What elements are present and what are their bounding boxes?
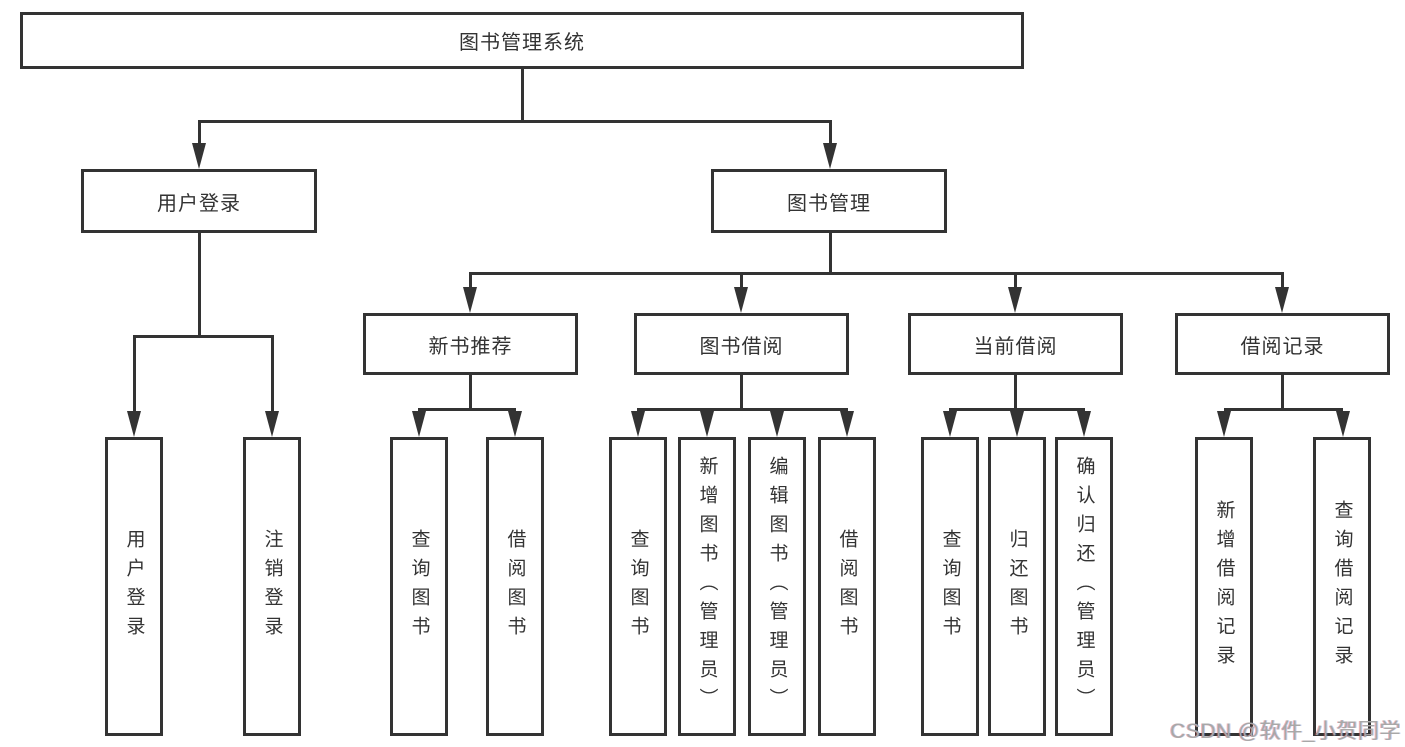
node-current-borrowing: 当前借阅 xyxy=(908,313,1123,375)
stem-to-new-book-recommendation xyxy=(468,272,472,289)
node-label: 注销登录 xyxy=(261,528,283,645)
node-label: 当前借阅 xyxy=(973,335,1058,358)
node-label: 借阅图书 xyxy=(504,528,526,645)
node-label: 图书管理系统 xyxy=(459,32,585,54)
node-leaf-confirm-return-admin: 确认归还（管理员） xyxy=(1055,437,1113,736)
stem-to-book-management xyxy=(828,120,832,145)
node-user-login: 用户登录 xyxy=(81,169,317,233)
arrowhead-leaf-return-books-icon xyxy=(1009,411,1024,437)
stem-to-user-login xyxy=(197,120,201,145)
node-label: 查询图书 xyxy=(627,528,649,645)
stem-user-login-down xyxy=(197,233,201,338)
node-borrowing-records: 借阅记录 xyxy=(1175,313,1390,375)
node-book-management: 图书管理 xyxy=(711,169,947,233)
stem-new-book-recommendation-down xyxy=(468,375,472,411)
node-label: 新增借阅记录 xyxy=(1213,499,1235,674)
node-leaf-query-books-recommend: 查询图书 xyxy=(390,437,448,736)
node-leaf-query-books-current: 查询图书 xyxy=(921,437,979,736)
rail-book-borrowing xyxy=(637,408,848,411)
node-leaf-edit-books-admin: 编辑图书（管理员） xyxy=(748,437,806,736)
stem-current-borrowing-down xyxy=(1013,375,1017,411)
arrowhead-leaf-query-borrow-record-icon xyxy=(1335,411,1350,437)
arrowhead-leaf-borrow-books-icon xyxy=(839,411,854,437)
node-label: 借阅图书 xyxy=(836,528,858,645)
node-leaf-query-borrow-record: 查询借阅记录 xyxy=(1313,437,1371,736)
node-new-book-recommendation: 新书推荐 xyxy=(363,313,578,375)
rail-level1 xyxy=(198,120,831,123)
arrowhead-leaf-add-borrow-record-icon xyxy=(1216,411,1231,437)
rail-book-management xyxy=(469,272,1283,275)
arrowhead-leaf-query-books-current-icon xyxy=(942,411,957,437)
node-label: 查询借阅记录 xyxy=(1331,499,1353,674)
arrowhead-leaf-add-books-admin-icon xyxy=(699,411,714,437)
arrowhead-current-borrowing-icon xyxy=(1007,287,1022,313)
arrowhead-book-management-icon xyxy=(822,143,837,169)
watermark: CSDN @软件_小贺同学 xyxy=(1170,720,1401,743)
arrowhead-leaf-query-books-recommend-icon xyxy=(411,411,426,437)
node-label: 图书借阅 xyxy=(699,335,784,358)
rail-new-book-recommendation xyxy=(418,408,516,411)
arrowhead-leaf-logout-icon xyxy=(264,411,279,437)
arrowhead-new-book-recommendation-icon xyxy=(462,287,477,313)
arrowhead-leaf-user-login-icon xyxy=(126,411,141,437)
stem-to-current-borrowing xyxy=(1013,272,1017,289)
stem-to-leaf-logout xyxy=(270,335,274,413)
node-label: 编辑图书（管理员） xyxy=(766,456,788,717)
node-label: 用户登录 xyxy=(157,192,241,215)
node-leaf-user-login: 用户登录 xyxy=(105,437,163,736)
arrowhead-leaf-edit-books-admin-icon xyxy=(769,411,784,437)
rail-user-login xyxy=(133,335,273,338)
rail-borrowing-records xyxy=(1224,408,1343,411)
node-label: 新增图书（管理员） xyxy=(696,456,718,717)
node-leaf-borrow-books-recommend: 借阅图书 xyxy=(486,437,544,736)
arrowhead-leaf-confirm-return-admin-icon xyxy=(1076,411,1091,437)
node-label: 新书推荐 xyxy=(428,335,513,358)
node-label: 归还图书 xyxy=(1006,528,1028,645)
stem-root xyxy=(520,69,524,122)
stem-to-leaf-user-login xyxy=(132,335,136,413)
node-book-borrowing: 图书借阅 xyxy=(634,313,849,375)
arrowhead-leaf-query-books-borrowing-icon xyxy=(630,411,645,437)
node-label: 查询图书 xyxy=(939,528,961,645)
arrowhead-borrowing-records-icon xyxy=(1274,287,1289,313)
node-label: 确认归还（管理员） xyxy=(1073,456,1095,717)
arrowhead-user-login-icon xyxy=(191,143,206,169)
stem-to-borrowing-records xyxy=(1280,272,1284,289)
node-leaf-add-borrow-record: 新增借阅记录 xyxy=(1195,437,1253,736)
node-leaf-logout: 注销登录 xyxy=(243,437,301,736)
node-leaf-borrow-books: 借阅图书 xyxy=(818,437,876,736)
stem-book-borrowing-down xyxy=(739,375,743,411)
node-label: 图书管理 xyxy=(787,192,871,215)
stem-borrowing-records-down xyxy=(1280,375,1284,411)
arrowhead-leaf-borrow-books-recommend-icon xyxy=(507,411,522,437)
node-library-management-system: 图书管理系统 xyxy=(20,12,1024,69)
arrowhead-book-borrowing-icon xyxy=(733,287,748,313)
rail-current-borrowing xyxy=(949,408,1085,411)
stem-to-book-borrowing xyxy=(739,272,743,289)
stem-book-management-down xyxy=(828,233,832,275)
node-leaf-return-books: 归还图书 xyxy=(988,437,1046,736)
node-label: 用户登录 xyxy=(123,528,145,645)
node-leaf-query-books-borrowing: 查询图书 xyxy=(609,437,667,736)
node-label: 查询图书 xyxy=(408,528,430,645)
node-leaf-add-books-admin: 新增图书（管理员） xyxy=(678,437,736,736)
node-label: 借阅记录 xyxy=(1240,335,1325,358)
